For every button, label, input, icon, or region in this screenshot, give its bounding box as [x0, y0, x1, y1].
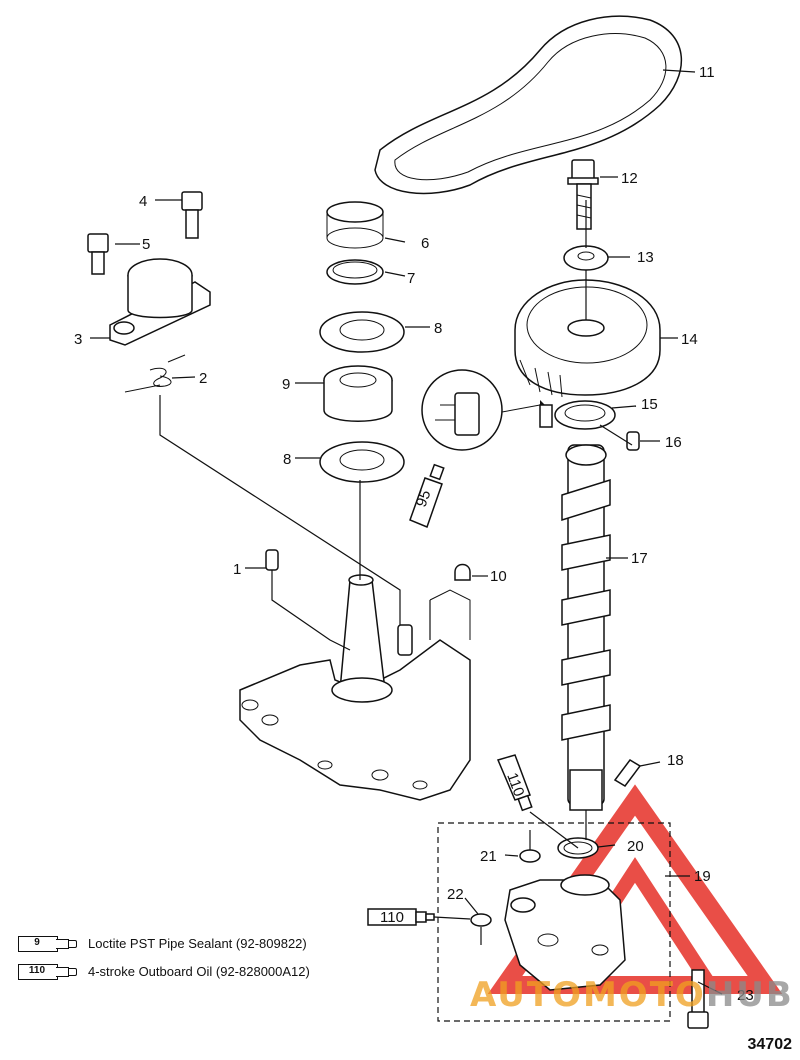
legend-number: 110	[28, 965, 46, 976]
callout-14: 14	[681, 331, 698, 348]
legend-text: 4-stroke Outboard Oil (92-828000A12)	[88, 963, 310, 979]
callout-18: 18	[667, 752, 684, 769]
camshaft-17	[561, 444, 611, 811]
callout-20: 20	[627, 838, 644, 855]
bolt-23	[687, 969, 709, 1029]
o-ring-22	[470, 913, 492, 927]
timing-belt	[374, 15, 682, 195]
detail-callout	[421, 369, 553, 451]
gear-9	[323, 365, 393, 422]
callout-15: 15	[641, 396, 658, 413]
bolt-4	[181, 191, 203, 239]
seal-15	[554, 400, 616, 430]
pin-18	[613, 759, 642, 787]
o-ring-21	[519, 849, 541, 863]
legend-text: Loctite PST Pipe Sealant (92-809822)	[88, 935, 307, 951]
washer-13	[563, 245, 609, 271]
tube-icon: 9	[18, 934, 78, 952]
callout-1: 1	[233, 561, 241, 578]
bushing-6	[326, 201, 384, 249]
oil-tube-110-top: 110	[496, 754, 533, 812]
bolt-12	[567, 159, 599, 230]
cam-sprocket-14	[514, 279, 661, 398]
callout-4: 4	[139, 193, 147, 210]
watermark-auto: AUTOMOTO	[470, 975, 706, 1015]
callout-10: 10	[490, 568, 507, 585]
leader-lines	[90, 69, 723, 995]
callout-9: 9	[282, 376, 290, 393]
plate-8-lower	[319, 441, 405, 483]
callout-7: 7	[407, 270, 415, 287]
callout-19: 19	[694, 868, 711, 885]
callout-21: 21	[480, 848, 497, 865]
callout-6: 6	[421, 235, 429, 252]
tube-icon: 110	[18, 962, 78, 980]
legend-item-oil: 110 4-stroke Outboard Oil (92-828000A12)	[18, 960, 398, 982]
oil-pump-body	[504, 874, 626, 991]
bolt-5	[87, 233, 109, 275]
callout-23: 23	[737, 987, 754, 1004]
watermark-hub: HUB	[705, 975, 794, 1015]
sealant-tube-95: 95	[409, 463, 445, 528]
callout-8-lower: 8	[283, 451, 291, 468]
callout-8-upper: 8	[434, 320, 442, 337]
oil-tube-110-left: 110	[367, 908, 435, 926]
callout-11: 11	[699, 64, 715, 81]
oil-pump-assembly-box-19	[437, 822, 671, 1022]
callout-13: 13	[637, 249, 654, 266]
callout-22: 22	[447, 886, 464, 903]
key-10	[454, 563, 471, 581]
tube-110-left-label: 110	[380, 909, 404, 926]
tensioner-3	[109, 258, 211, 346]
dowel-1	[265, 549, 279, 571]
cylinder-block	[239, 574, 471, 801]
ring-7	[326, 259, 384, 285]
dowel-16	[626, 431, 640, 451]
callout-labels: 1 2 3 4 5 6 7 8 9 8 10 11 12 13 14 15 16…	[74, 64, 754, 1004]
legend-number: 9	[34, 937, 40, 948]
callout-12: 12	[621, 170, 638, 187]
tube-95-label: 95	[413, 488, 435, 509]
spring-2	[124, 354, 186, 393]
callout-2: 2	[199, 370, 207, 387]
callout-3: 3	[74, 331, 82, 348]
callout-5: 5	[142, 236, 150, 253]
legend-item-sealant: 9 Loctite PST Pipe Sealant (92-809822)	[18, 932, 398, 954]
figure-number: 34702	[747, 1036, 793, 1053]
callout-16: 16	[665, 434, 682, 451]
plate-8-upper	[319, 311, 405, 353]
watermark-text: AUTOMOTOHUB	[470, 975, 794, 1015]
callout-17: 17	[631, 550, 648, 567]
